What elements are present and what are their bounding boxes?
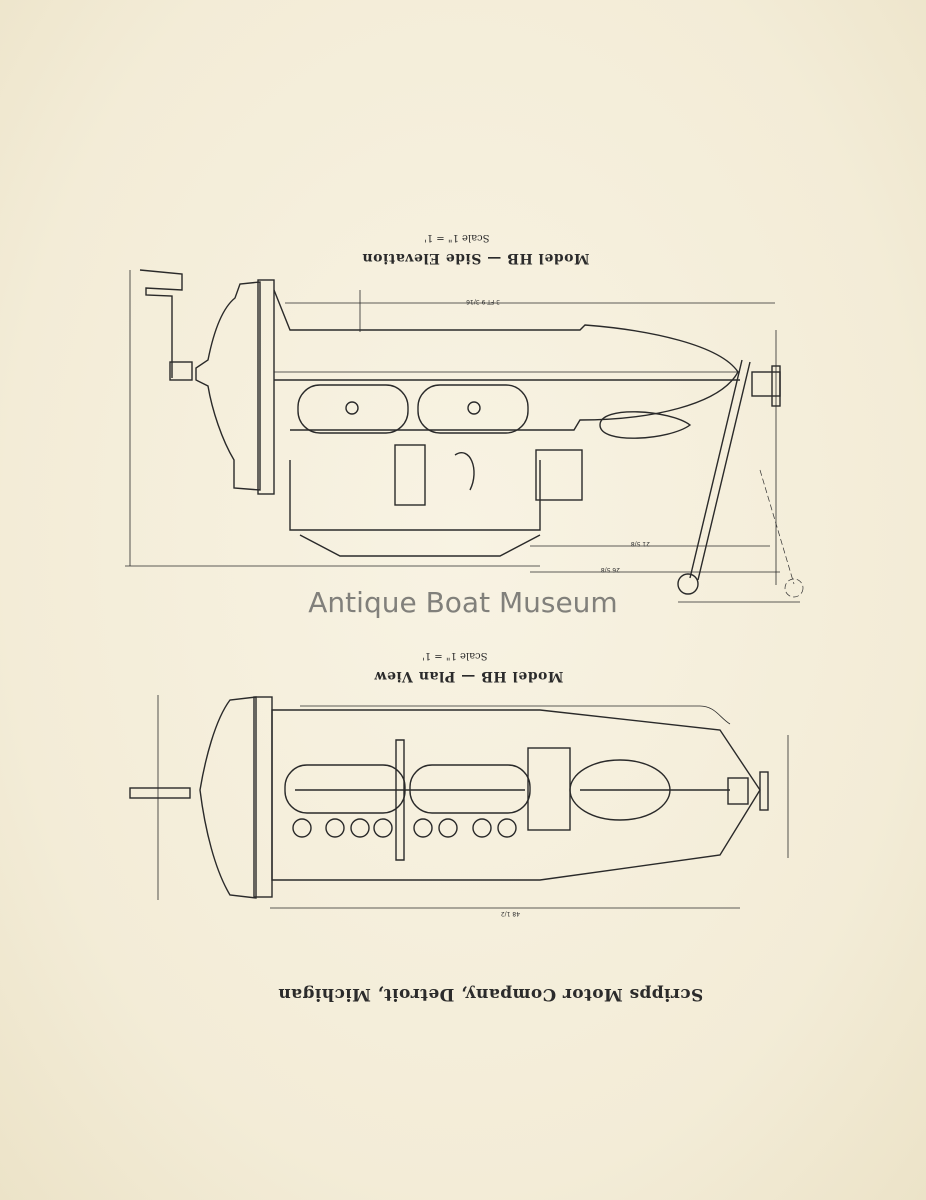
side-elevation-title: Model HB — Side Elevation <box>362 250 590 266</box>
company-name: Scripps Motor Company, Detroit, Michigan <box>278 984 704 1004</box>
svg-text:21 5/8: 21 5/8 <box>631 540 650 547</box>
svg-text:3 FT 9 3/16: 3 FT 9 3/16 <box>466 298 500 305</box>
svg-text:48 1/2: 48 1/2 <box>501 910 520 917</box>
plan-view-scale: Scale 1" = 1' <box>422 650 488 661</box>
side-elevation-scale: Scale 1" = 1' <box>424 232 490 243</box>
museum-watermark: Antique Boat Museum <box>308 586 618 619</box>
plan-view-title: Model HB — Plan View <box>374 668 564 684</box>
svg-text:26 5/8: 26 5/8 <box>601 566 620 573</box>
